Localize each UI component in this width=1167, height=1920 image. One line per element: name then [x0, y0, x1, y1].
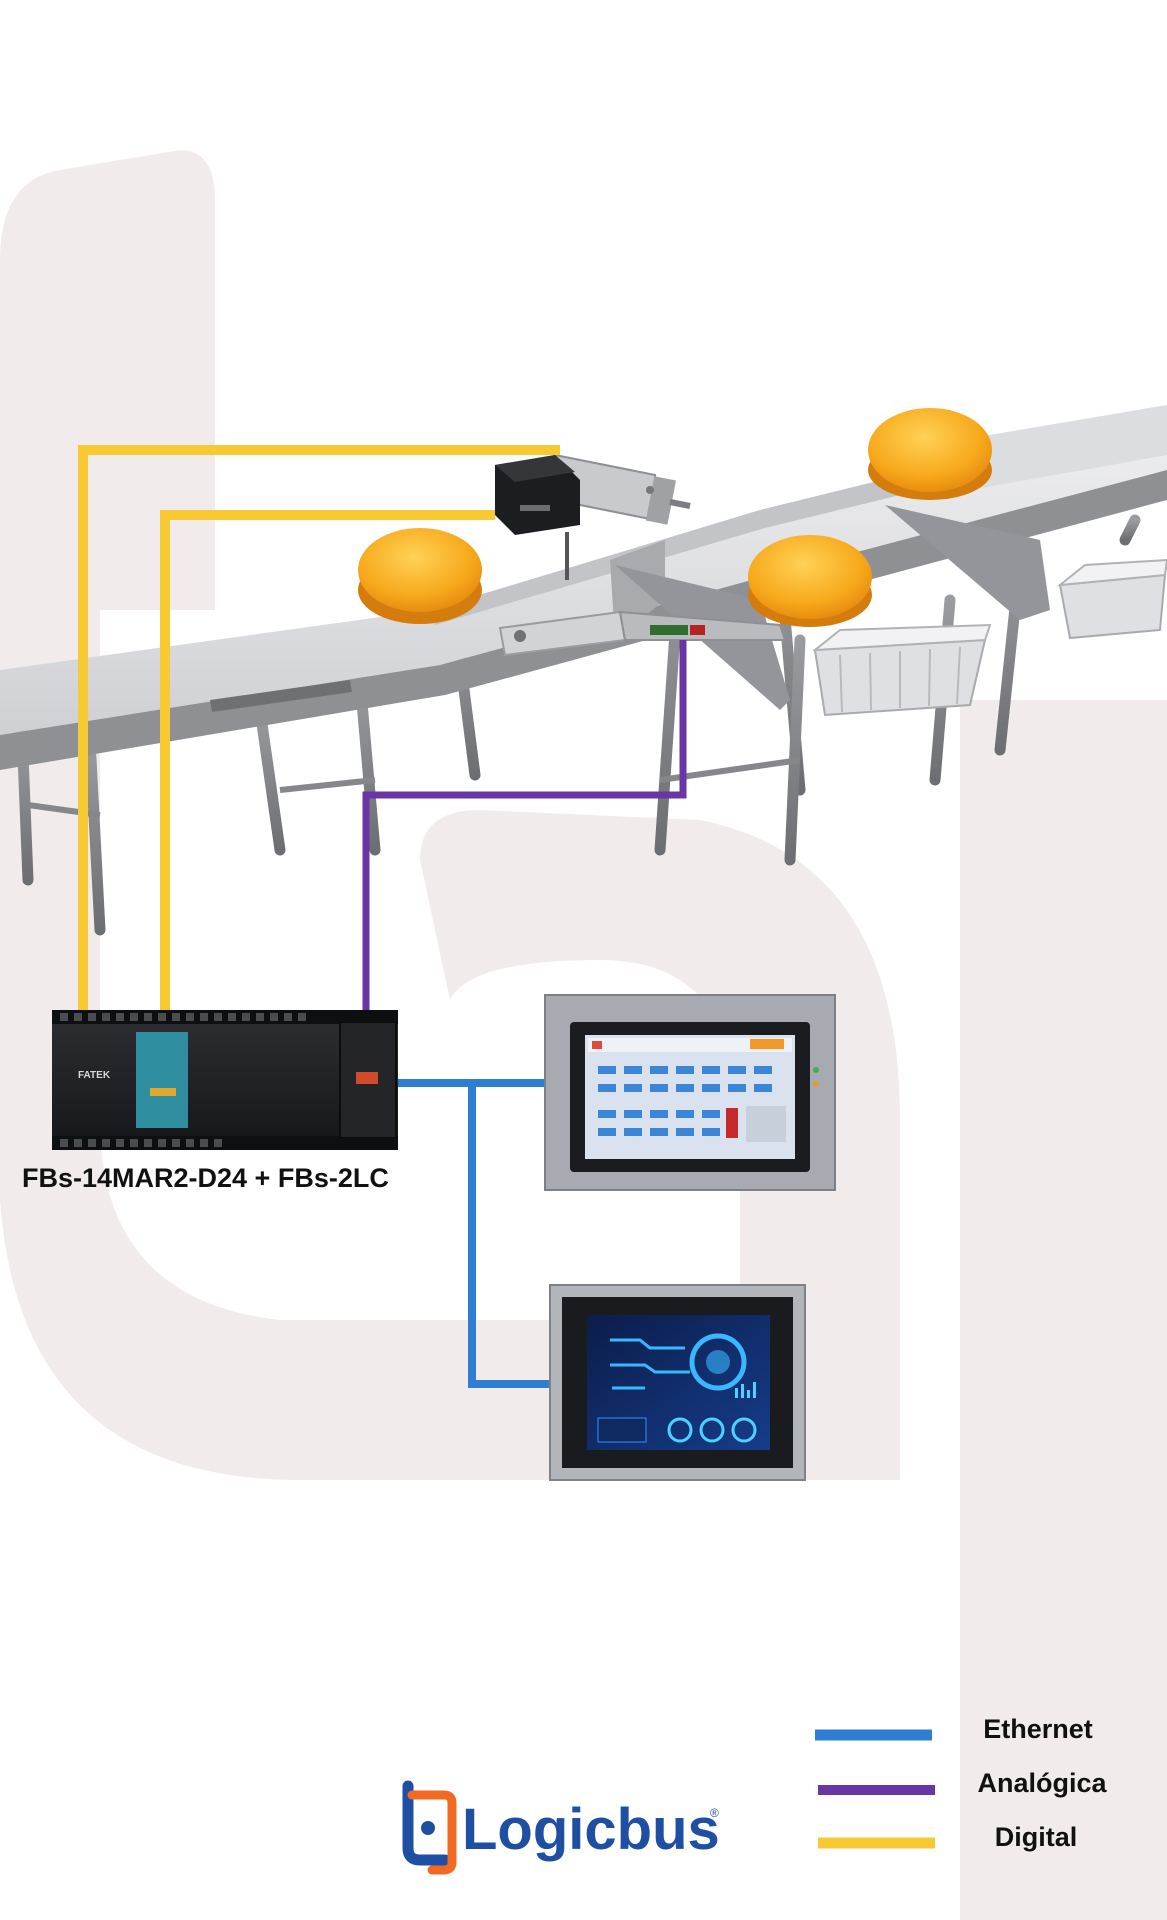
legend-label-digital: Digital: [994, 1822, 1078, 1852]
digital-sensor: [495, 455, 580, 580]
logicbus-brand-name: Logicbus: [462, 1797, 720, 1862]
plc-brand: FATEK: [78, 1070, 111, 1081]
plc-model-label: FBs-14MAR2-D24 + FBs-2LC: [22, 1163, 389, 1193]
legend-label-ethernet: Ethernet: [983, 1714, 1093, 1744]
hmi-panel-ethernet-1: [544, 994, 836, 1191]
basket-right: [1056, 558, 1167, 640]
hmi-panel-ethernet-2: [549, 1284, 806, 1481]
analog-sensor: [498, 610, 787, 657]
legend-label-analogica: Analógica: [977, 1768, 1107, 1798]
legend: [815, 1729, 935, 1849]
brand-registered-mark: ®: [710, 1806, 719, 1820]
plc-device: FATEK: [52, 1010, 398, 1150]
conveyor-illustration: [0, 405, 1167, 936]
basket-left: [811, 623, 992, 717]
digital-wires: [78, 445, 560, 1010]
ethernet-wires: [398, 1079, 550, 1388]
logicbus-logo-icon: [402, 1780, 457, 1875]
cheese-wheels: [358, 408, 992, 627]
analog-wire: [362, 640, 687, 1010]
